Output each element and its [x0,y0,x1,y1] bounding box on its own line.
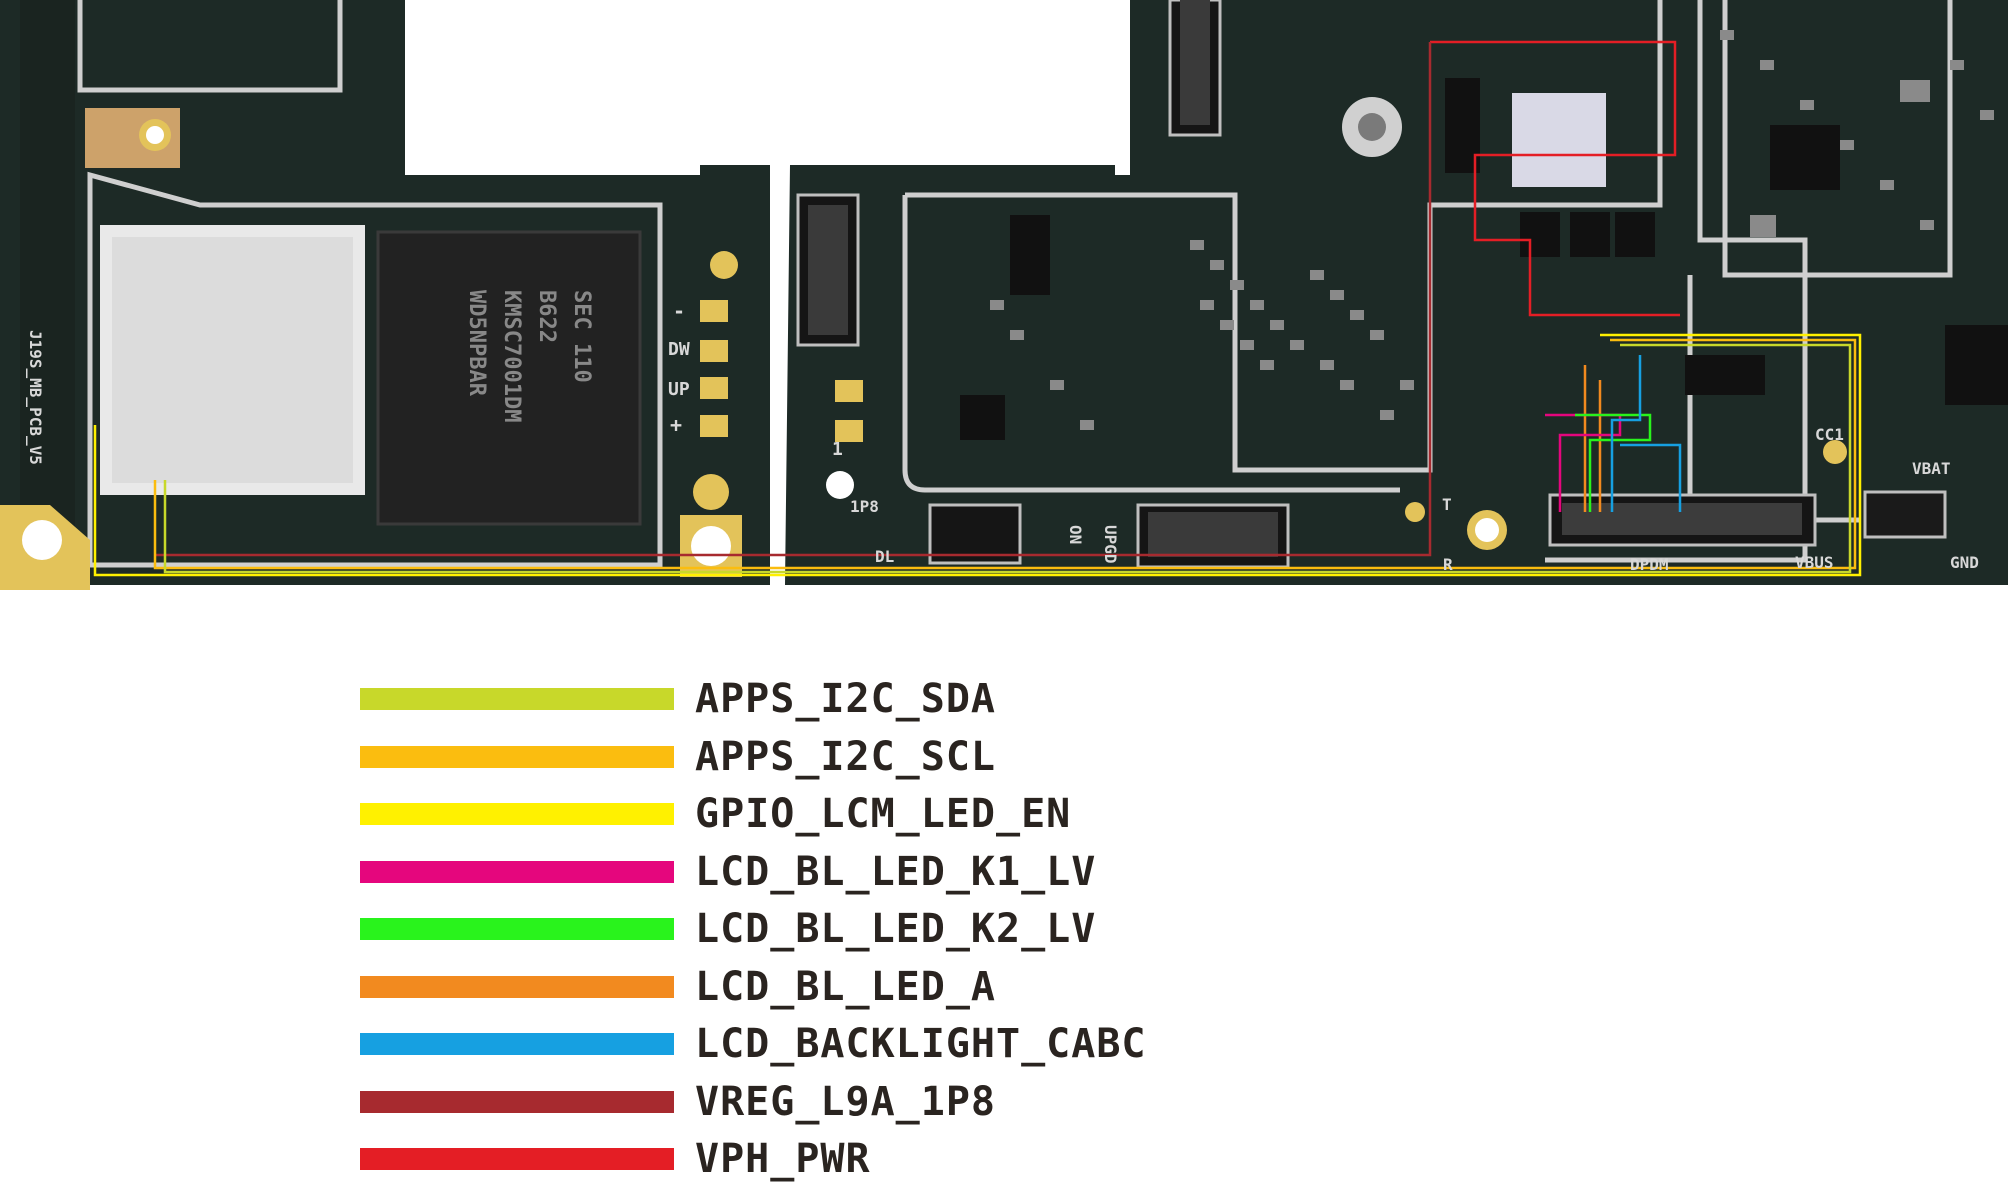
battery-connector [1863,490,1947,539]
legend-label: LCD_BL_LED_K2_LV [695,906,1097,952]
trace-backlight-cabc [1610,355,1682,512]
pcb-name-label: J19S_MB_PCB_V5 [26,330,45,465]
legend-label: APPS_I2C_SDA [695,676,996,722]
legend-swatch [360,1090,674,1113]
memory-chip [376,230,642,526]
vbat-label: VBAT [1912,459,1951,478]
pcb-board-diagram: J19S_MB_PCB_V5 SEC 110 B622 KMSC7001DM W… [0,0,2008,590]
r-label: R [1443,555,1453,574]
gnd-label: GND [1950,553,1979,572]
small-connector [928,503,1022,565]
mem-label-4: WD5NPBAR [464,290,489,397]
legend-swatch [360,918,674,940]
plus-label: + [670,413,682,437]
bga-chip-left [100,225,365,495]
one-label: 1 [832,439,843,460]
upgd-label: UPGD [1101,525,1120,564]
legend-label: LCD_BACKLIGHT_CABC [695,1021,1147,1067]
t-label: T [1442,495,1452,514]
trace-vreg-l9a [155,42,1432,557]
connector-vertical [796,193,860,347]
p1p8-label: 1P8 [850,497,879,516]
legend-swatch [360,688,674,710]
net-traces [93,40,1862,577]
trace-i2c-sda [163,343,1852,574]
test-pads [700,300,863,442]
connector-top [1168,0,1222,137]
dw-label: DW [668,339,690,360]
legend-swatch [360,1033,674,1055]
minus-label: - [673,299,685,323]
mem-label-3: KMSC7001DM [499,290,524,422]
mem-label-2: B622 [534,290,559,343]
trace-bl-led-a [1583,365,1602,512]
up-label: UP [668,379,690,400]
bga-chip-right [1512,93,1606,187]
legend-label: VREG_L9A_1P8 [695,1078,996,1125]
cc1-label: CC1 [1815,425,1844,444]
lcd-connector [1548,493,1817,547]
silkscreen-outlines [77,0,1953,568]
trace-vph-pwr [1430,40,1680,317]
vbus-label: VBUS [1795,553,1834,572]
trace-i2c-scl [153,338,1857,570]
legend-swatch [360,745,674,768]
legend-label: APPS_I2C_SCL [695,733,996,780]
legend-label: LCD_BL_LED_A [695,963,996,1010]
smd-components [990,30,1994,430]
legend-label: VPH_PWR [695,1136,871,1182]
on-label: ON [1066,525,1085,544]
legend-label: GPIO_LCM_LED_EN [695,791,1072,837]
trace-gpio-lcm [93,333,1862,577]
legend-label: LCD_BL_LED_K1_LV [695,848,1097,895]
legend-swatch [360,975,674,998]
dpdm-label: DPDM [1630,555,1669,574]
legend-swatch [360,803,674,825]
legend-swatch [360,860,674,883]
mem-label-1: SEC 110 [569,290,594,383]
connector-bottom [1136,503,1290,569]
legend-swatch [360,1148,674,1170]
board-cutout [405,0,1130,165]
silkscreen-labels: J19S_MB_PCB_V5 SEC 110 B622 KMSC7001DM W… [26,290,1979,574]
trace-bl-k2 [1575,413,1652,512]
dl-label: DL [875,547,894,566]
mounting-holes [0,97,1847,590]
